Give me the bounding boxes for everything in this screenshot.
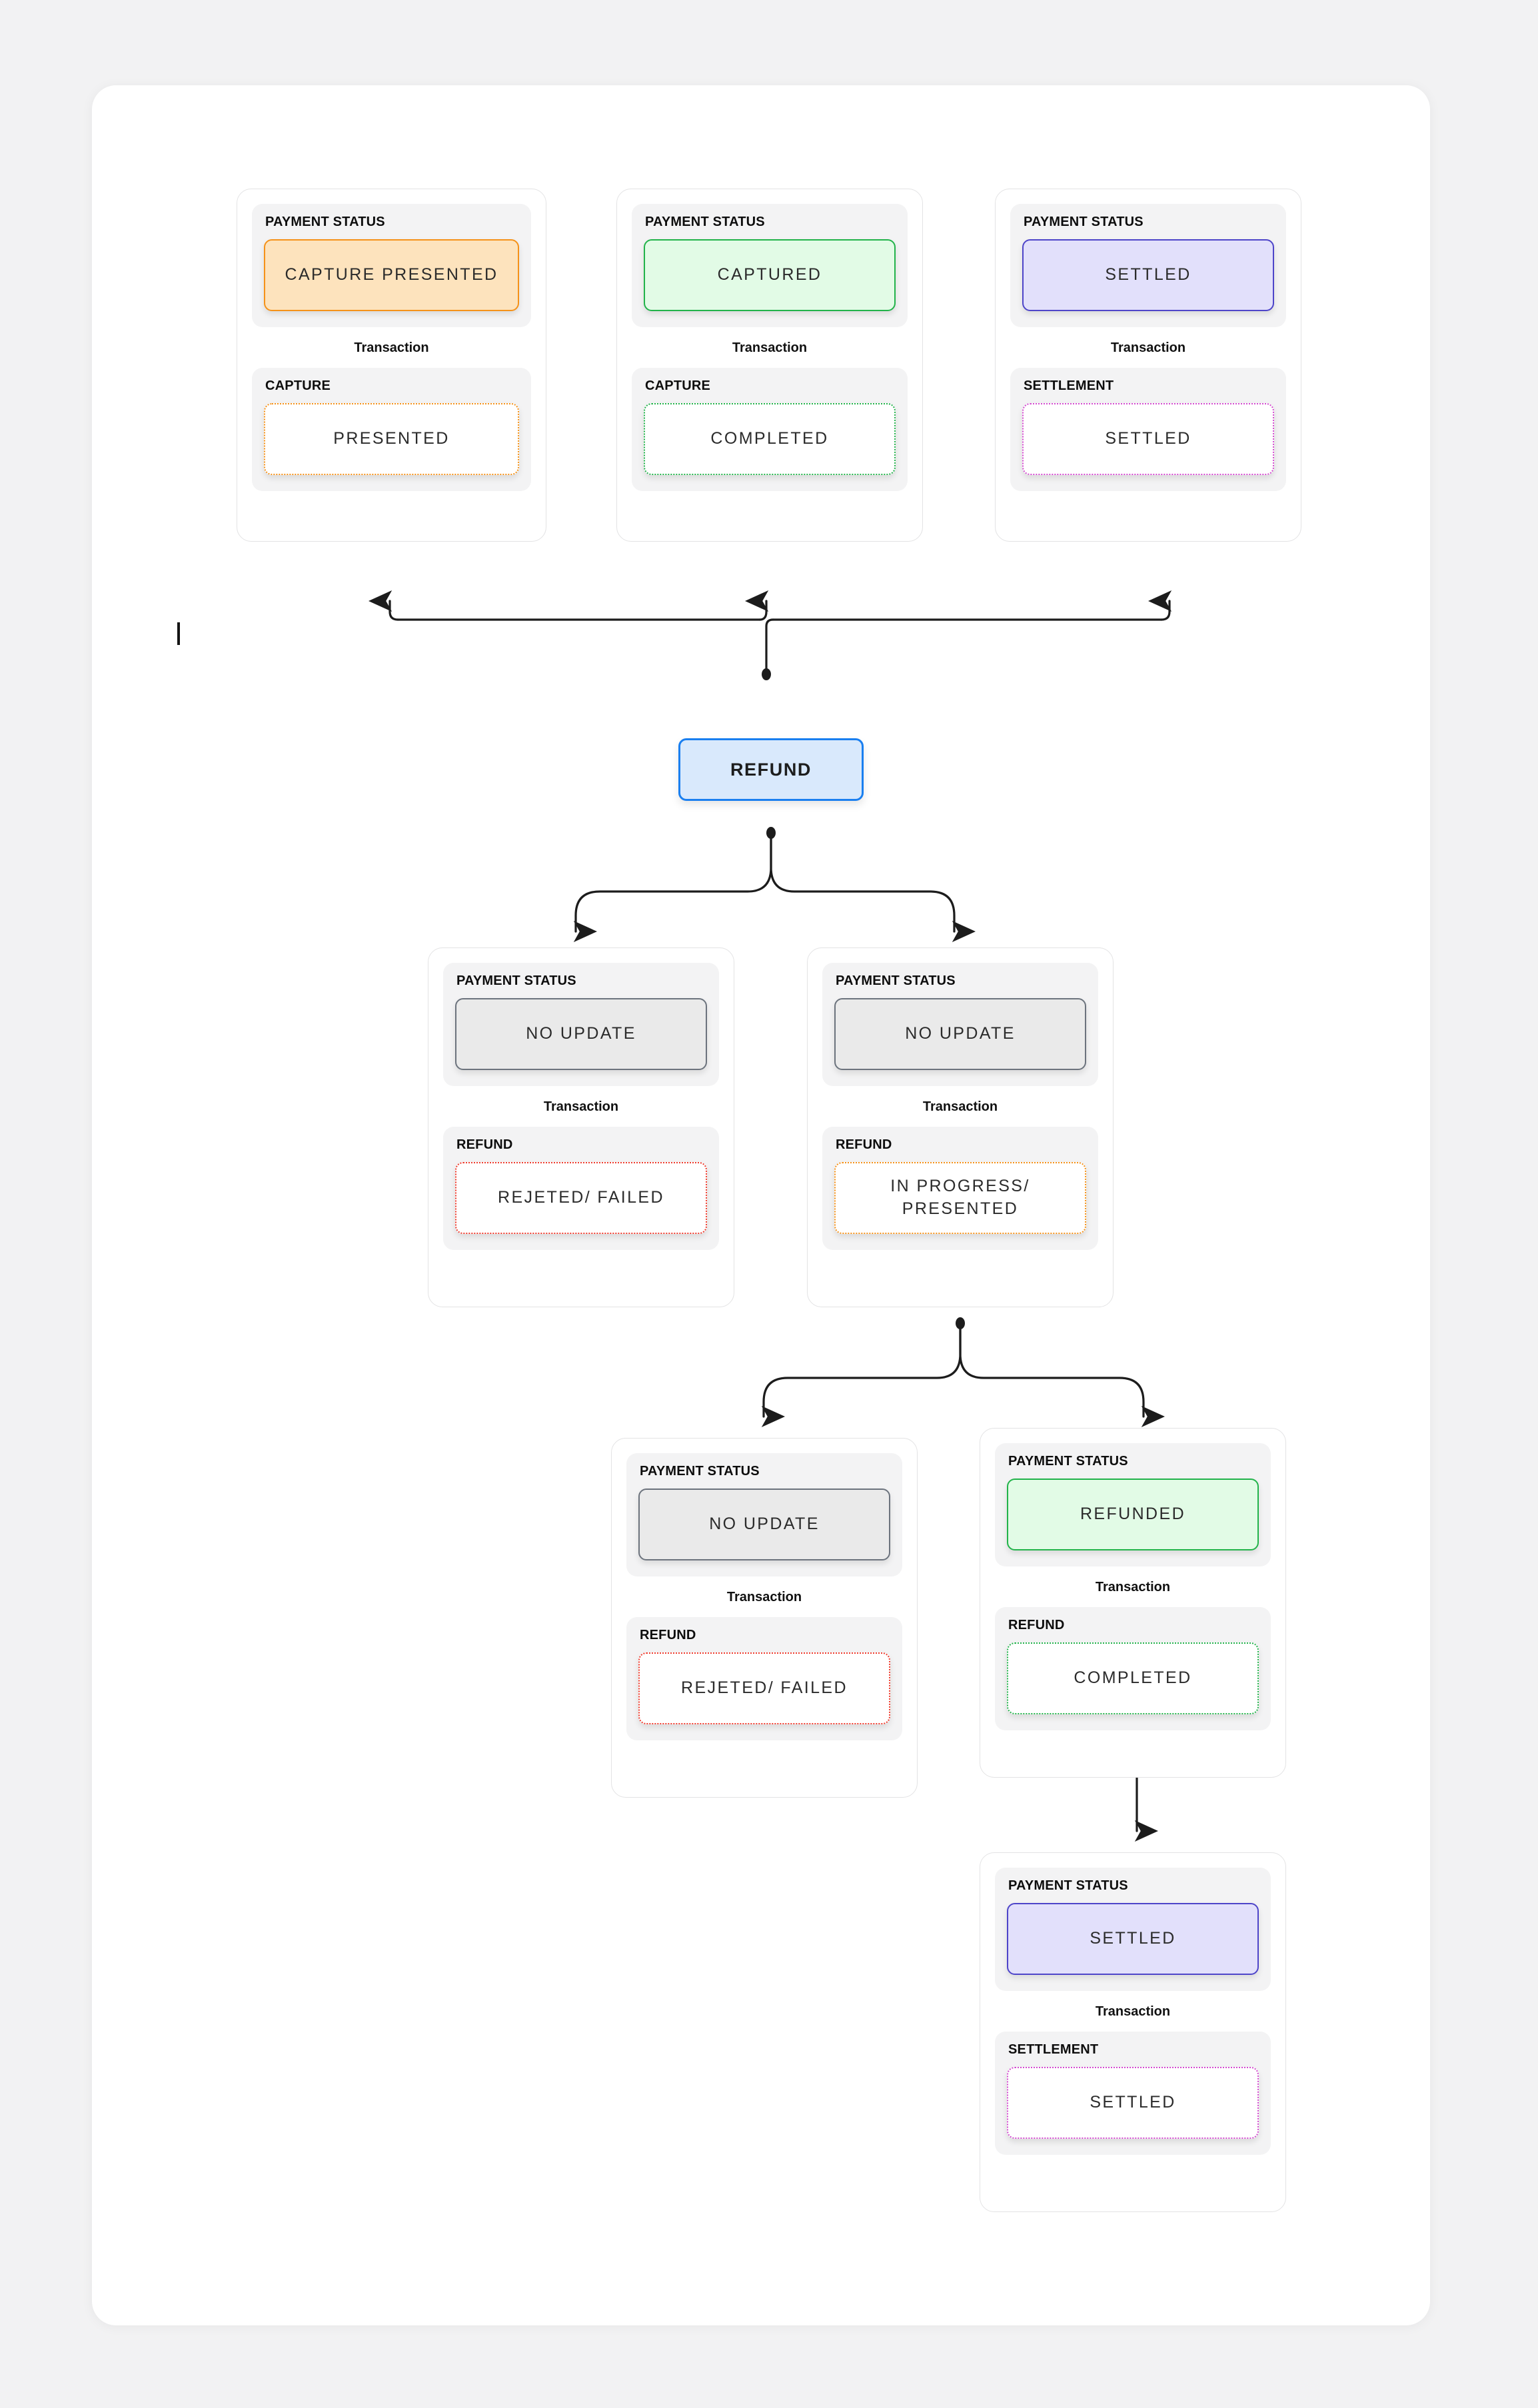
transaction-label: Transaction: [543, 1099, 619, 1114]
payment-status-panel: PAYMENT STATUS NO UPDATE: [626, 1453, 902, 1576]
detail-chip: SETTLED: [1022, 403, 1274, 475]
detail-panel: SETTLEMENT SETTLED: [1010, 368, 1286, 491]
detail-panel: REFUND IN PROGRESS/ PRESENTED: [822, 1127, 1098, 1250]
payment-status-panel: PAYMENT STATUS REFUNDED: [995, 1443, 1271, 1566]
detail-panel: REFUND REJETED/ FAILED: [443, 1127, 719, 1250]
status-chip: NO UPDATE: [638, 1489, 890, 1560]
panel-label-payment-status: PAYMENT STATUS: [1008, 1454, 1128, 1469]
card-refunded[interactable]: PAYMENT STATUS REFUNDED Transaction REFU…: [980, 1428, 1286, 1778]
status-chip: CAPTURE PRESENTED: [264, 239, 519, 311]
card-settled-final[interactable]: PAYMENT STATUS SETTLED Transaction SETTL…: [980, 1852, 1286, 2212]
payment-status-panel: PAYMENT STATUS SETTLED: [1010, 204, 1286, 327]
transaction-label: Transaction: [1095, 2004, 1171, 2019]
payment-status-panel: PAYMENT STATUS CAPTURE PRESENTED: [252, 204, 531, 327]
detail-chip: REJETED/ FAILED: [455, 1162, 707, 1234]
panel-label-payment-status: PAYMENT STATUS: [1008, 1878, 1128, 1893]
detail-chip: IN PROGRESS/ PRESENTED: [834, 1162, 1086, 1234]
payment-status-panel: PAYMENT STATUS CAPTURED: [632, 204, 908, 327]
detail-chip: COMPLETED: [1007, 1642, 1259, 1714]
card-capture-presented[interactable]: PAYMENT STATUS CAPTURE PRESENTED Transac…: [237, 189, 546, 542]
card-refund-in-progress[interactable]: PAYMENT STATUS NO UPDATE Transaction REF…: [807, 947, 1114, 1307]
panel-label-detail: CAPTURE: [265, 378, 331, 393]
transaction-label: Transaction: [732, 340, 808, 355]
panel-label-payment-status: PAYMENT STATUS: [265, 215, 385, 229]
panel-label-detail: CAPTURE: [645, 378, 711, 393]
panel-label-payment-status: PAYMENT STATUS: [645, 215, 765, 229]
panel-label-payment-status: PAYMENT STATUS: [836, 973, 956, 988]
detail-chip: REJETED/ FAILED: [638, 1652, 890, 1724]
transaction-label: Transaction: [354, 340, 429, 355]
refund-node[interactable]: REFUND: [678, 738, 864, 801]
detail-panel: REFUND REJETED/ FAILED: [626, 1617, 902, 1740]
status-chip: SETTLED: [1022, 239, 1274, 311]
card-refund-rejected-2[interactable]: PAYMENT STATUS NO UPDATE Transaction REF…: [611, 1438, 918, 1798]
card-settled-top[interactable]: PAYMENT STATUS SETTLED Transaction SETTL…: [995, 189, 1301, 542]
status-chip: REFUNDED: [1007, 1479, 1259, 1550]
text-caret: [177, 622, 180, 645]
panel-label-detail: REFUND: [640, 1628, 696, 1642]
status-chip: NO UPDATE: [834, 998, 1086, 1070]
card-captured[interactable]: PAYMENT STATUS CAPTURED Transaction CAPT…: [616, 189, 923, 542]
panel-label-detail: REFUND: [456, 1137, 513, 1152]
payment-status-panel: PAYMENT STATUS NO UPDATE: [822, 963, 1098, 1086]
status-chip: CAPTURED: [644, 239, 896, 311]
panel-label-detail: SETTLEMENT: [1008, 2042, 1099, 2057]
transaction-label: Transaction: [922, 1099, 998, 1114]
panel-label-payment-status: PAYMENT STATUS: [1024, 215, 1144, 229]
status-chip: SETTLED: [1007, 1903, 1259, 1975]
detail-chip: COMPLETED: [644, 403, 896, 475]
transaction-label: Transaction: [726, 1590, 802, 1604]
detail-panel: REFUND COMPLETED: [995, 1607, 1271, 1730]
status-chip: NO UPDATE: [455, 998, 707, 1070]
transaction-label: Transaction: [1095, 1580, 1171, 1594]
detail-panel: CAPTURE PRESENTED: [252, 368, 531, 491]
panel-label-payment-status: PAYMENT STATUS: [456, 973, 576, 988]
detail-chip: SETTLED: [1007, 2067, 1259, 2139]
panel-label-detail: REFUND: [1008, 1618, 1065, 1632]
transaction-label: Transaction: [1110, 340, 1186, 355]
card-refund-rejected[interactable]: PAYMENT STATUS NO UPDATE Transaction REF…: [428, 947, 734, 1307]
detail-chip: PRESENTED: [264, 403, 519, 475]
detail-panel: SETTLEMENT SETTLED: [995, 2032, 1271, 2155]
panel-label-detail: REFUND: [836, 1137, 892, 1152]
payment-status-panel: PAYMENT STATUS NO UPDATE: [443, 963, 719, 1086]
panel-label-detail: SETTLEMENT: [1024, 378, 1114, 393]
detail-panel: CAPTURE COMPLETED: [632, 368, 908, 491]
panel-label-payment-status: PAYMENT STATUS: [640, 1464, 760, 1479]
payment-status-panel: PAYMENT STATUS SETTLED: [995, 1868, 1271, 1991]
